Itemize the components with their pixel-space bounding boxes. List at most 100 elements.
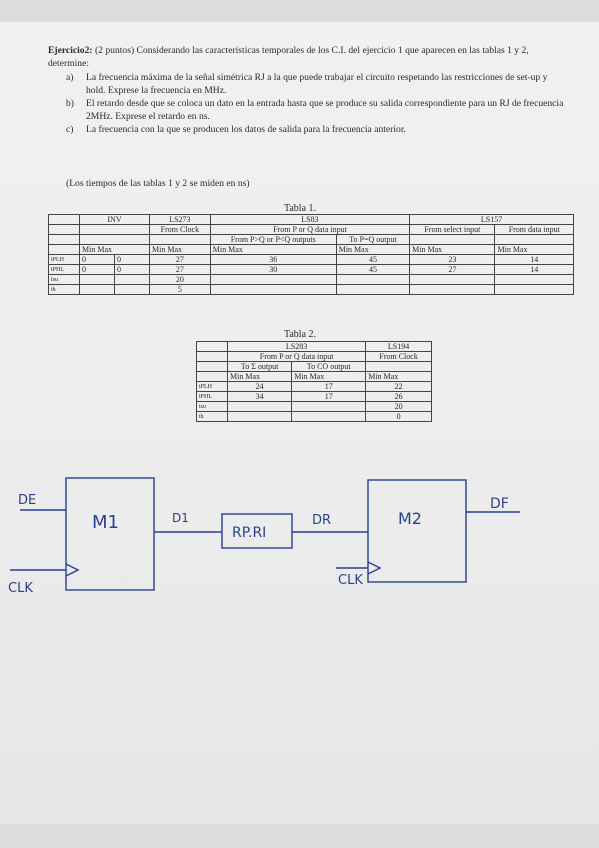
param-cell: tPLH — [196, 381, 228, 392]
df-label: DF — [490, 496, 509, 512]
value-cell — [291, 411, 367, 422]
value-cell: 14 — [494, 264, 574, 275]
value-cell: 20 — [365, 401, 432, 412]
value-cell — [79, 274, 115, 285]
value-cell: 22 — [365, 381, 432, 392]
value-cell: 27 — [149, 264, 211, 275]
clk1-label: CLK — [8, 581, 33, 596]
value-cell — [209, 284, 337, 295]
chip-header: LS283 — [226, 341, 367, 352]
subheader: To P=Q output — [335, 234, 411, 245]
table-row: tsu 20 — [48, 274, 574, 285]
value-cell — [291, 401, 367, 412]
value-cell: 0 — [114, 254, 150, 265]
value-cell — [409, 274, 496, 285]
value-cell — [494, 274, 574, 285]
value-cell: 23 — [409, 254, 496, 265]
value-cell: 14 — [494, 254, 574, 265]
table2: LS283 LS194 From P or Q data input From … — [196, 341, 432, 422]
table1: INV LS273 LS83 LS157 From Clock From P o… — [48, 214, 574, 295]
value-cell — [114, 284, 150, 295]
value-cell: 45 — [335, 254, 411, 265]
minmax-label: Min Max — [335, 244, 411, 255]
chip-header: LS157 — [409, 214, 574, 225]
value-cell: 36 — [209, 254, 337, 265]
rp-label: RP.RI — [232, 525, 266, 541]
subheader: From Clock — [365, 351, 432, 362]
m1-label: M1 — [92, 512, 119, 533]
exercise-heading: Ejercicio2: — [48, 45, 93, 56]
table-row: th 5 — [48, 284, 574, 295]
minmax-label: Min Max — [79, 244, 150, 255]
subheader: From P or Q data input — [209, 224, 411, 235]
question-label: a) — [66, 72, 74, 83]
param-cell: th — [196, 411, 228, 422]
table-row: tPLH 0 0 27 36 45 23 14 — [48, 254, 574, 265]
de-label: DE — [18, 493, 36, 508]
value-cell: 30 — [209, 264, 337, 275]
exam-sheet — [0, 22, 599, 824]
question-text: El retardo desde que se coloca un dato e… — [86, 98, 564, 122]
minmax-label: Min Max — [409, 244, 496, 255]
value-cell: 27 — [409, 264, 496, 275]
param-cell: tPLH — [48, 254, 80, 265]
value-cell: 34 — [226, 391, 293, 402]
chip-header: LS83 — [209, 214, 411, 225]
param-cell: th — [48, 284, 80, 295]
m2-block — [367, 479, 467, 583]
circuit-diagram: DE CLK M1 D1 RP.RI DR M2 DF CLK — [8, 477, 520, 596]
d1-label: D1 — [172, 511, 189, 525]
minmax-label: Min Max — [226, 371, 293, 382]
minmax-label: Min Max — [209, 244, 337, 255]
value-cell: 26 — [365, 391, 432, 402]
question-c: c) La frecuencia con la que se producen … — [66, 123, 566, 136]
table-row: tPLH 24 17 22 — [196, 381, 432, 392]
value-cell: 20 — [149, 274, 211, 285]
param-cell: tsu — [48, 274, 80, 285]
question-label: c) — [66, 124, 74, 135]
value-cell — [79, 284, 115, 295]
value-cell: 0 — [114, 264, 150, 275]
table-row: th 0 — [196, 411, 432, 422]
m2-label: M2 — [398, 509, 422, 528]
table2-title: Tabla 2. — [283, 329, 317, 340]
table-row: tPHL 34 17 26 — [196, 391, 432, 402]
value-cell: 27 — [149, 254, 211, 265]
subheader: From select input — [409, 224, 496, 235]
param-cell: tPHL — [196, 391, 228, 402]
question-list: a) La frecuencia máxima de la señal simé… — [66, 71, 566, 136]
value-cell — [409, 284, 496, 295]
value-cell — [335, 274, 411, 285]
clk2-edge-icon — [367, 561, 382, 575]
value-cell — [494, 284, 574, 295]
table-row: tsu 20 — [196, 401, 432, 412]
value-cell — [209, 274, 337, 285]
minmax-label: Min Max — [365, 371, 432, 382]
question-b: b) El retardo desde que se coloca un dat… — [66, 97, 566, 123]
subheader: From P>Q or P<Q outputs — [209, 234, 337, 245]
subheader: From P or Q data input — [226, 351, 367, 362]
value-cell: 0 — [365, 411, 432, 422]
value-cell: 45 — [335, 264, 411, 275]
value-cell: 5 — [149, 284, 211, 295]
chip-header: INV — [79, 214, 150, 225]
exercise-intro: (2 puntos) Considerando las característi… — [48, 45, 529, 69]
value-cell — [335, 284, 411, 295]
subheader: To CO output — [291, 361, 367, 372]
minmax-label: Min Max — [291, 371, 367, 382]
question-label: b) — [66, 98, 74, 109]
value-cell: 0 — [79, 264, 115, 275]
value-cell: 0 — [79, 254, 115, 265]
param-cell: tPHL — [48, 264, 80, 275]
value-cell — [114, 274, 150, 285]
exercise-statement: Ejercicio2: (2 puntos) Considerando las … — [48, 44, 568, 70]
chip-header: LS273 — [149, 214, 211, 225]
clk1-edge-icon — [65, 563, 80, 577]
table1-title: Tabla 1. — [283, 203, 317, 214]
minmax-label: Min Max — [149, 244, 211, 255]
rp-block — [221, 513, 293, 549]
minmax-label: Min Max — [494, 244, 574, 255]
param-cell: tsu — [196, 401, 228, 412]
value-cell — [226, 411, 293, 422]
value-cell: 17 — [291, 391, 367, 402]
